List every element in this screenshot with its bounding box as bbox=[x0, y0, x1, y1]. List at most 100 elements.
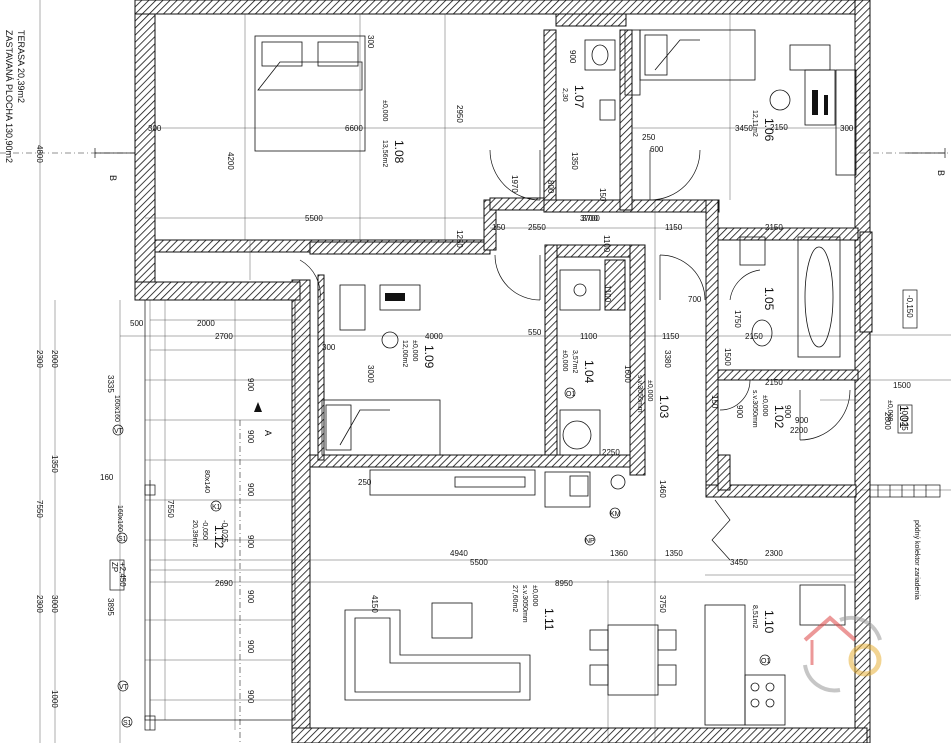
svg-text:±0,000: ±0,000 bbox=[886, 400, 893, 421]
svg-text:S1: S1 bbox=[123, 720, 132, 727]
entrance-canopy bbox=[859, 231, 941, 498]
svg-text:1000: 1000 bbox=[50, 690, 59, 708]
svg-text:600: 600 bbox=[650, 145, 664, 154]
svg-text:±0,000: ±0,000 bbox=[381, 100, 388, 121]
section-marker-a: A bbox=[254, 402, 273, 436]
room-1-01: 1.01 ±0,000 bbox=[886, 400, 911, 429]
bathtub-icon bbox=[739, 236, 841, 358]
svg-text:4800: 4800 bbox=[35, 145, 44, 163]
svg-text:150: 150 bbox=[598, 188, 607, 202]
svg-text:3700: 3700 bbox=[582, 214, 600, 223]
svg-text:s.v.3050mm: s.v.3050mm bbox=[636, 375, 643, 413]
svg-text:±0,000: ±0,000 bbox=[646, 380, 653, 401]
svg-text:O1: O1 bbox=[566, 391, 575, 398]
svg-text:3700: 3700 bbox=[580, 214, 598, 223]
svg-text:VT: VT bbox=[114, 428, 124, 435]
svg-text:900: 900 bbox=[246, 590, 255, 604]
svg-text:900: 900 bbox=[246, 483, 255, 497]
dimension-texts: 300 6600 300 900 250 3450 300 5500 150 2… bbox=[35, 35, 911, 708]
svg-text:2,30: 2,30 bbox=[561, 88, 568, 102]
svg-text:1750: 1750 bbox=[733, 310, 742, 328]
svg-text:2690: 2690 bbox=[215, 579, 233, 588]
svg-text:900: 900 bbox=[246, 690, 255, 704]
svg-text:1.02: 1.02 bbox=[772, 405, 786, 429]
svg-text:K1: K1 bbox=[212, 504, 221, 511]
door-swings bbox=[299, 149, 851, 561]
room-1-10: 1.10 8,51m2 bbox=[751, 605, 776, 634]
svg-text:4200: 4200 bbox=[226, 152, 235, 170]
svg-text:12,11m2: 12,11m2 bbox=[751, 110, 758, 137]
sofa-icon bbox=[344, 602, 531, 701]
circle-tags: K1 VT S1 VT S1 NP KM O1 O1 bbox=[112, 387, 770, 728]
svg-text:900: 900 bbox=[783, 405, 792, 419]
svg-text:1600: 1600 bbox=[623, 365, 632, 383]
svg-text:900: 900 bbox=[795, 416, 809, 425]
svg-text:800: 800 bbox=[546, 180, 555, 194]
svg-text:2150: 2150 bbox=[765, 378, 783, 387]
svg-text:1.04: 1.04 bbox=[582, 360, 596, 384]
double-bed bbox=[254, 35, 366, 152]
svg-text:1350: 1350 bbox=[665, 549, 683, 558]
svg-text:1350: 1350 bbox=[50, 455, 59, 473]
plot-info: ZASTAVANÁ PLOCHA 130,90m2 TERASA 20,39m2 bbox=[4, 30, 26, 163]
section-marker-b-right: B bbox=[905, 148, 946, 176]
svg-text:2800: 2800 bbox=[883, 412, 892, 430]
svg-text:900: 900 bbox=[246, 430, 255, 444]
svg-text:-0,050: -0,050 bbox=[201, 520, 208, 540]
svg-text:NP: NP bbox=[585, 538, 595, 545]
room-1-04: 1.04 3,57m2 ±0,000 bbox=[561, 350, 596, 384]
svg-text:KM: KM bbox=[610, 511, 621, 518]
svg-text:2000: 2000 bbox=[197, 319, 215, 328]
bedroom-bed bbox=[321, 284, 441, 456]
svg-text:1360: 1360 bbox=[610, 549, 628, 558]
svg-text:s.v.3050mm: s.v.3050mm bbox=[751, 390, 758, 428]
svg-text:900: 900 bbox=[246, 535, 255, 549]
zp-value: +2,450 bbox=[118, 562, 127, 587]
svg-text:300: 300 bbox=[366, 35, 375, 49]
svg-text:8,51m2: 8,51m2 bbox=[751, 605, 758, 628]
svg-text:2150: 2150 bbox=[765, 223, 783, 232]
svg-text:O1: O1 bbox=[761, 658, 770, 665]
svg-text:8950: 8950 bbox=[555, 579, 573, 588]
svg-text:250: 250 bbox=[358, 478, 372, 487]
svg-text:1.07: 1.07 bbox=[572, 85, 586, 109]
svg-text:S1: S1 bbox=[118, 536, 127, 543]
svg-text:6600: 6600 bbox=[345, 124, 363, 133]
svg-text:VT: VT bbox=[119, 684, 129, 691]
svg-text:1500: 1500 bbox=[893, 381, 911, 390]
svg-text:1100: 1100 bbox=[603, 285, 612, 303]
terrace-level-label: -0,025 bbox=[220, 520, 229, 543]
room-1-09: 1.09 ±0,000 12,00m2 bbox=[401, 340, 436, 369]
svg-text:300: 300 bbox=[322, 343, 336, 352]
washing-machine-icon bbox=[559, 259, 626, 456]
svg-text:1.10: 1.10 bbox=[762, 610, 776, 634]
interior-walls bbox=[154, 13, 859, 498]
svg-text:1150: 1150 bbox=[662, 332, 680, 341]
svg-text:1.03: 1.03 bbox=[657, 395, 671, 419]
svg-text:2300: 2300 bbox=[35, 350, 44, 368]
svg-text:7550: 7550 bbox=[35, 500, 44, 518]
svg-text:±0,000: ±0,000 bbox=[411, 340, 418, 361]
svg-text:2250: 2250 bbox=[602, 448, 620, 457]
svg-text:2150: 2150 bbox=[770, 123, 788, 132]
room-1-02: 1.02 ±0,000 s.v.3050mm bbox=[751, 390, 786, 429]
svg-text:900: 900 bbox=[246, 378, 255, 392]
svg-text:2300: 2300 bbox=[35, 595, 44, 613]
svg-text:150: 150 bbox=[492, 223, 506, 232]
svg-text:2000: 2000 bbox=[50, 350, 59, 368]
svg-text:1.05: 1.05 bbox=[762, 287, 776, 311]
room-1-03: 1.03 ±0,000 s.v.3050mm bbox=[636, 375, 671, 419]
window-tag-2: 160x160 bbox=[116, 505, 123, 532]
svg-text:1100: 1100 bbox=[602, 235, 611, 253]
svg-text:250: 250 bbox=[642, 133, 656, 142]
svg-text:3335: 3335 bbox=[106, 375, 115, 393]
svg-text:1100: 1100 bbox=[580, 332, 598, 341]
room-1-08: 1.08 ±0,000 13,56m2 bbox=[381, 100, 406, 167]
svg-text:3895: 3895 bbox=[106, 598, 115, 616]
svg-text:300: 300 bbox=[840, 124, 854, 133]
svg-text:1460: 1460 bbox=[658, 480, 667, 498]
svg-text:20,39m2: 20,39m2 bbox=[191, 520, 198, 547]
room-1-06: 1.06 12,11m2 bbox=[751, 110, 776, 142]
svg-text:550: 550 bbox=[528, 328, 542, 337]
